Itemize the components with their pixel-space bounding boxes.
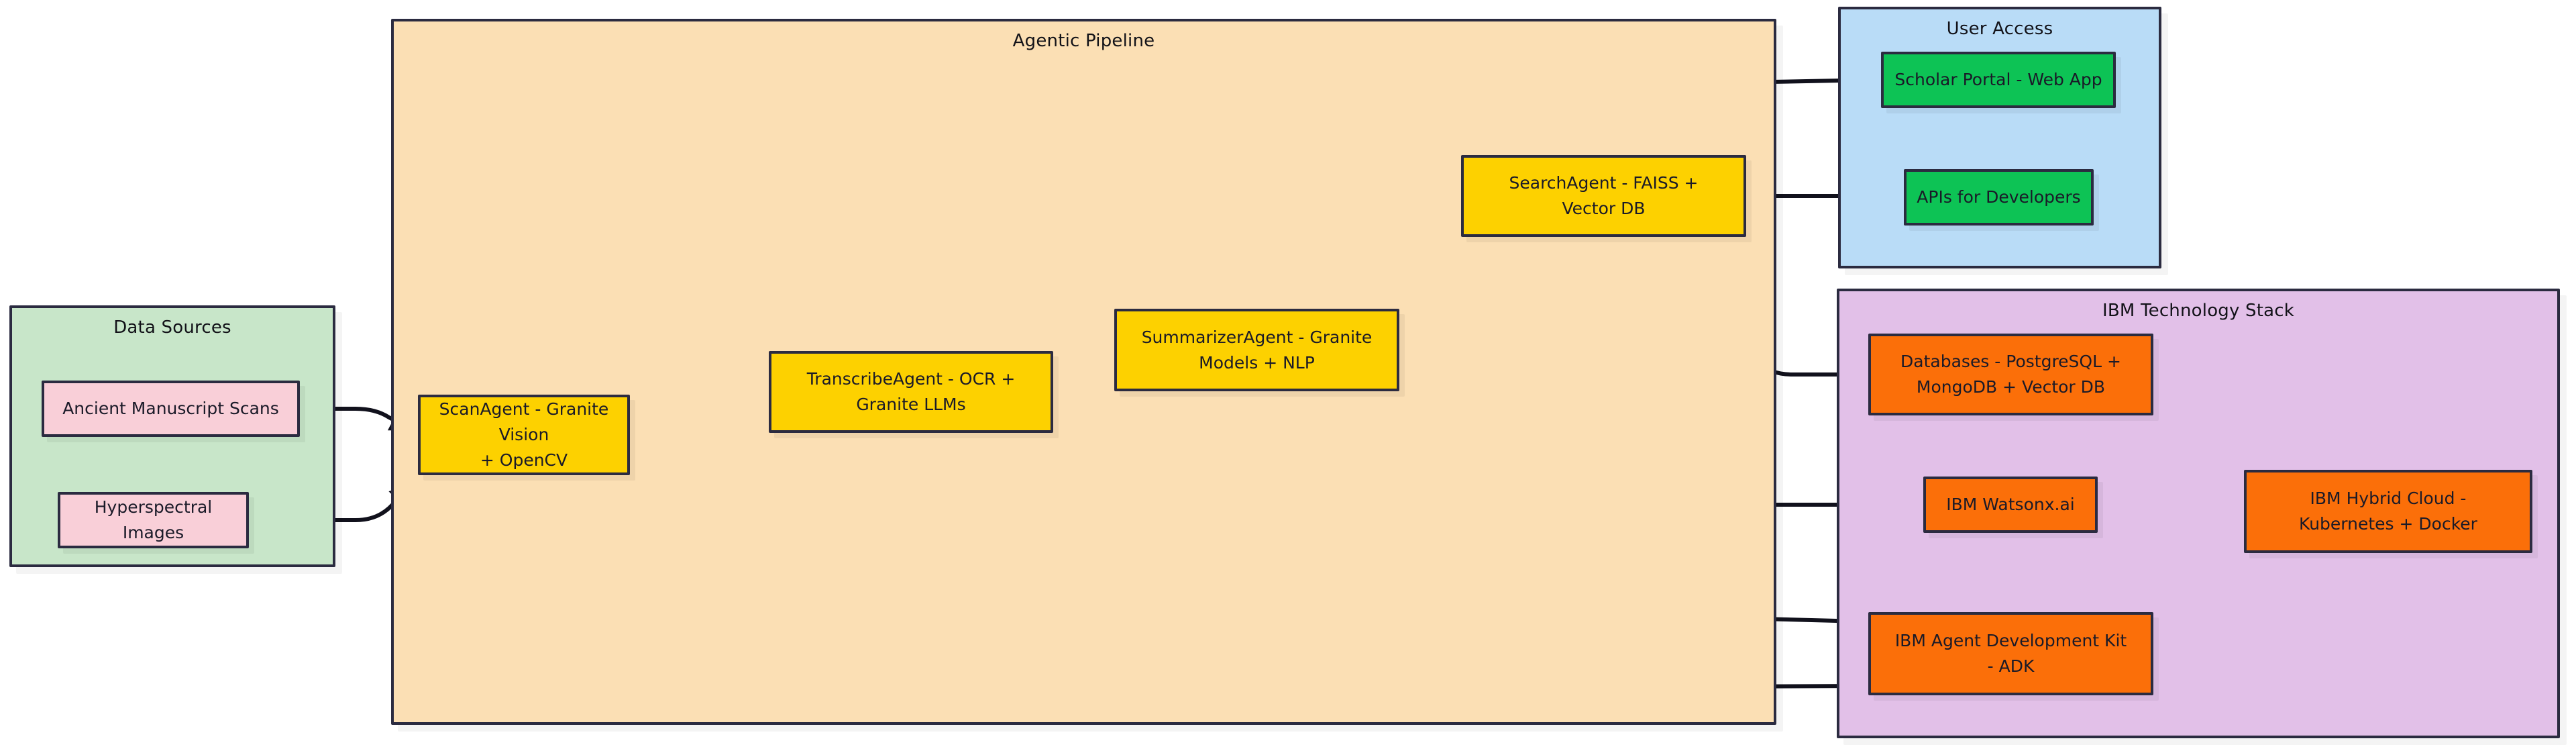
subgraph-agentic-pipeline: Agentic Pipeline [391, 19, 1776, 725]
node-label-line2: Vector DB [1562, 199, 1646, 218]
node-label: SummarizerAgent - Granite Models + NLP [1142, 325, 1373, 376]
node-label: Databases - PostgreSQL + MongoDB + Vecto… [1900, 349, 2121, 400]
subgraph-data-sources-title: Data Sources [113, 317, 231, 338]
node-label-line1: IBM Hybrid Cloud - [2310, 489, 2467, 508]
node-label-line1: SearchAgent - FAISS + [1509, 173, 1699, 193]
subgraph-ibm-technology-stack-title: IBM Technology Stack [2102, 301, 2295, 321]
subgraph-agentic-pipeline-title: Agentic Pipeline [1012, 31, 1155, 51]
subgraph-user-access: User Access [1838, 7, 2161, 268]
node-label: SearchAgent - FAISS + Vector DB [1509, 170, 1699, 221]
node-label: Scholar Portal - Web App [1894, 70, 2102, 89]
node-label-line1: TranscribeAgent - OCR + [806, 369, 1016, 389]
node-databases[interactable]: Databases - PostgreSQL + MongoDB + Vecto… [1868, 334, 2153, 415]
node-label: TranscribeAgent - OCR + Granite LLMs [807, 366, 1016, 417]
node-label: Hyperspectral Images [94, 497, 213, 542]
node-search-agent[interactable]: SearchAgent - FAISS + Vector DB [1461, 155, 1746, 237]
node-label: IBM Hybrid Cloud - Kubernetes + Docker [2299, 486, 2477, 537]
node-summarizer-agent[interactable]: SummarizerAgent - Granite Models + NLP [1114, 309, 1399, 391]
node-label-line1: IBM Agent Development Kit [1894, 631, 2127, 650]
node-scholar-portal[interactable]: Scholar Portal - Web App [1881, 52, 2116, 108]
node-label: APIs for Developers [1917, 187, 2081, 207]
node-label-line2: - ADK [1987, 656, 2035, 676]
node-label-line1: SummarizerAgent - Granite [1141, 327, 1373, 347]
node-label: IBM Agent Development Kit - ADK [1895, 628, 2127, 679]
subgraph-user-access-title: User Access [1946, 19, 2053, 39]
node-label: IBM Watsonx.ai [1946, 495, 2075, 514]
node-ibm-watsonx-ai[interactable]: IBM Watsonx.ai [1923, 477, 2098, 533]
node-label-line2: Granite LLMs [856, 395, 966, 414]
node-scan-agent[interactable]: ScanAgent - Granite Vision + OpenCV [418, 395, 630, 475]
node-label: Ancient Manuscript Scans [62, 399, 279, 418]
node-label-line1: Databases - PostgreSQL + [1900, 352, 2121, 371]
node-label-line2: + OpenCV [480, 450, 568, 470]
node-label-line1: ScanAgent - Granite Vision [439, 399, 609, 444]
node-ancient-manuscript-scans[interactable]: Ancient Manuscript Scans [42, 381, 300, 437]
node-ibm-hybrid-cloud[interactable]: IBM Hybrid Cloud - Kubernetes + Docker [2244, 470, 2532, 553]
node-label-line2: MongoDB + Vector DB [1916, 377, 2106, 397]
node-hyperspectral-images[interactable]: Hyperspectral Images [58, 492, 249, 548]
node-apis-for-developers[interactable]: APIs for Developers [1904, 169, 2094, 226]
node-label: ScanAgent - Granite Vision + OpenCV [427, 397, 621, 473]
node-label-line2: Models + NLP [1199, 352, 1315, 372]
node-ibm-agent-development-kit[interactable]: IBM Agent Development Kit - ADK [1868, 612, 2153, 695]
node-transcribe-agent[interactable]: TranscribeAgent - OCR + Granite LLMs [769, 351, 1053, 433]
node-label-line2: Kubernetes + Docker [2299, 514, 2477, 534]
